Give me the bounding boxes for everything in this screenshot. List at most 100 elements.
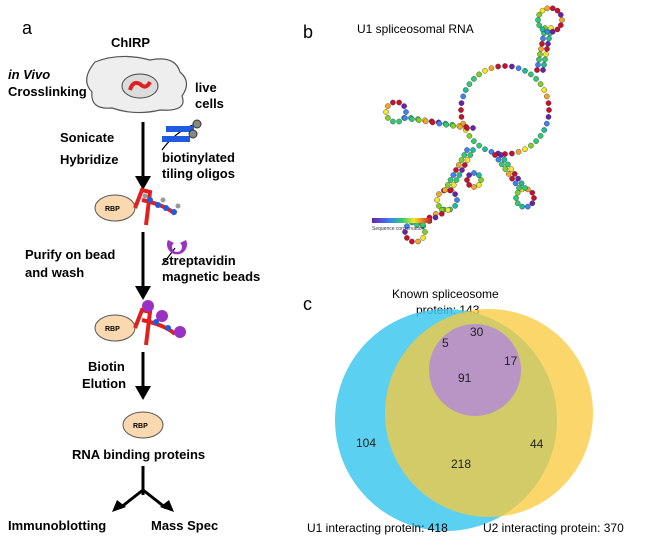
arrowhead-right [160, 500, 174, 512]
rbp-2-label: RBP [105, 326, 120, 333]
nucleotide [466, 81, 473, 87]
purify-label: Purify on bead [25, 247, 115, 262]
u2-interacting-label: U2 interacting protein: 370 [483, 521, 624, 535]
region-only-u2: 44 [530, 437, 544, 451]
nucleotide [515, 175, 521, 182]
nucleotide [505, 171, 512, 177]
nucleotide [422, 229, 428, 235]
tiling-oligos-label: tiling oligos [162, 166, 235, 181]
rna-binding-proteins-label: RNA binding proteins [72, 447, 205, 462]
nucleotide [533, 138, 539, 144]
nucleotide [498, 152, 504, 158]
magnetic-beads-label: magnetic beads [162, 269, 260, 284]
arrowhead-left [112, 500, 126, 512]
nucleotide [385, 103, 391, 109]
nucleotide [443, 121, 450, 128]
nucleotide [534, 67, 540, 73]
nucleotide [438, 210, 445, 217]
nucleotide [436, 203, 442, 209]
nucleotide [554, 7, 561, 14]
legend-gradient [372, 218, 432, 223]
u1-rna-structure [383, 5, 565, 245]
nucleotide [461, 162, 468, 168]
nucleotide [531, 195, 537, 201]
nucleotide [545, 41, 551, 47]
nucleotide [458, 114, 465, 120]
nucleotide [432, 214, 439, 221]
nucleotide [404, 223, 410, 229]
nucleotide [460, 93, 467, 100]
nucleotide [466, 172, 472, 178]
nucleotide [434, 197, 440, 203]
panel-b-letter: b [303, 22, 313, 42]
nucleotide [544, 93, 550, 100]
nucleotide [450, 182, 457, 188]
nucleotide [541, 62, 547, 68]
nucleotide [554, 26, 561, 33]
nucleotide [458, 157, 465, 163]
nucleotide [529, 200, 536, 207]
nucleotide [529, 189, 536, 196]
nucleotide [462, 87, 469, 93]
streptavidin-label: streptavidin [162, 253, 236, 268]
region-only-known: 30 [470, 325, 484, 339]
region-all-three: 91 [458, 371, 472, 385]
nucleotide [422, 118, 429, 125]
nucleotide [536, 12, 543, 18]
known-label-line1: Known spliceosome [392, 287, 499, 301]
nucleotide [471, 76, 477, 82]
nucleotide [488, 65, 495, 71]
legend-label: Sequence conservation [372, 226, 424, 232]
nucleotide [543, 51, 549, 58]
nucleotide [471, 170, 477, 176]
nucleotide [539, 7, 546, 14]
nucleotide [429, 119, 436, 126]
nucleotide [522, 185, 528, 191]
nucleotide [495, 63, 501, 70]
nucleotide [515, 148, 522, 155]
region-u1-u2: 218 [451, 457, 471, 471]
rbp-3-label: RBP [133, 423, 148, 430]
nucleotide [436, 120, 443, 127]
nucleotide [559, 17, 565, 23]
nucleotide [522, 146, 528, 152]
hybridize-label: Hybridize [60, 152, 119, 167]
beads-on-rna-2 [142, 300, 186, 338]
nucleotide [536, 56, 542, 63]
region-only-u1: 104 [356, 436, 376, 450]
cells-label: cells [195, 96, 224, 111]
oligo-bar-2 [162, 136, 190, 142]
nucleotide [535, 17, 541, 23]
nucleotide [541, 127, 548, 133]
nucleotide [390, 118, 396, 125]
nucleotide [442, 187, 448, 193]
panel-c-letter: c [303, 294, 312, 314]
nucleotide [456, 172, 463, 178]
nucleotide [513, 195, 519, 201]
nucleotide [444, 182, 451, 188]
rna-complex-1 [133, 187, 177, 226]
nucleotide [492, 152, 498, 158]
nucleotide [519, 203, 526, 210]
nucleotide [516, 185, 522, 191]
nucleotide [546, 107, 552, 113]
nucleotide [538, 46, 544, 52]
panel-a-letter: a [22, 18, 33, 38]
nucleotide [540, 35, 546, 42]
nucleotide [537, 133, 544, 139]
nucleotide [511, 171, 518, 177]
nucleotide [447, 177, 454, 183]
nucleotide [509, 63, 515, 70]
nucleotide [488, 148, 495, 155]
nucleotide [470, 125, 476, 131]
nucleotide [505, 161, 511, 168]
nucleotide [544, 5, 551, 12]
live-label: live [195, 80, 217, 95]
nucleotide [525, 203, 531, 210]
nucleotide [415, 117, 422, 123]
arrow-right-branch [142, 488, 167, 510]
nucleotide [537, 51, 543, 58]
nucleotide [470, 147, 476, 153]
nucleotide [512, 180, 519, 187]
